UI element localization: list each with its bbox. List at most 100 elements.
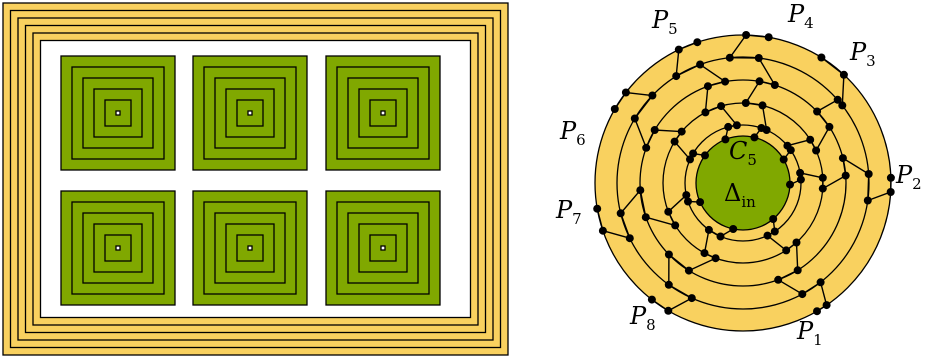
path-8-node bbox=[716, 232, 725, 241]
path-8-node bbox=[704, 225, 713, 234]
path-2-node bbox=[886, 173, 895, 182]
path-6-node bbox=[648, 91, 657, 100]
path-1-node bbox=[813, 307, 821, 316]
center-hole bbox=[115, 110, 121, 116]
path-label-p3: P3 bbox=[849, 38, 876, 70]
nested-square-block bbox=[60, 55, 176, 171]
path-7-node bbox=[593, 204, 602, 213]
path-label-p4: P4 bbox=[787, 0, 814, 32]
path-2-node bbox=[818, 184, 827, 193]
path-label-p6: P6 bbox=[559, 117, 586, 149]
path-1-node bbox=[816, 278, 825, 287]
path-1-node bbox=[798, 290, 807, 299]
path-4-node bbox=[757, 124, 766, 132]
path-3-node bbox=[779, 155, 788, 164]
nested-square-block bbox=[325, 55, 441, 171]
path-2-node bbox=[886, 188, 895, 196]
path-2-node bbox=[841, 171, 850, 180]
path-5-node bbox=[674, 45, 683, 54]
path-7-node bbox=[671, 221, 680, 230]
path-7-node bbox=[616, 209, 625, 218]
path-8-node bbox=[664, 306, 673, 315]
path-label-p7: P7 bbox=[555, 196, 582, 228]
path-6-node bbox=[686, 155, 694, 164]
path-6-node bbox=[630, 114, 639, 123]
path-4-node bbox=[725, 53, 734, 62]
path-7-node bbox=[641, 213, 650, 222]
green-square bbox=[225, 88, 275, 138]
path-3-node bbox=[817, 53, 826, 62]
path-7-node bbox=[636, 186, 645, 195]
path-7-node bbox=[684, 197, 692, 206]
center-hole bbox=[380, 245, 386, 251]
path-1-node bbox=[782, 246, 791, 255]
rings-group bbox=[594, 34, 892, 332]
path-2-node bbox=[796, 168, 805, 177]
path-8-node bbox=[664, 280, 673, 289]
green-square bbox=[104, 234, 132, 262]
path-5-node bbox=[701, 108, 710, 117]
path-5-node bbox=[724, 122, 733, 131]
path-3-node bbox=[806, 135, 815, 144]
path-2-node bbox=[864, 170, 873, 178]
path-3-node bbox=[786, 146, 795, 155]
path-8-node bbox=[687, 294, 696, 303]
nested-squares-figure bbox=[2, 2, 509, 356]
path-6-node bbox=[621, 88, 630, 97]
path-1-node bbox=[822, 301, 831, 310]
center-hole bbox=[247, 245, 253, 251]
path-8-node bbox=[729, 225, 738, 233]
path-3-node bbox=[838, 101, 847, 110]
path-8-node bbox=[700, 249, 709, 258]
inner-disk-label-c5: C5 bbox=[729, 137, 757, 169]
path-2-node bbox=[818, 173, 827, 182]
path-6-node bbox=[701, 151, 709, 160]
path-3-node bbox=[839, 70, 848, 79]
nested-square-block bbox=[60, 190, 176, 306]
path-6-node bbox=[689, 149, 698, 158]
path-6-node bbox=[650, 126, 659, 134]
path-label-p8: P8 bbox=[629, 302, 656, 334]
path-1-node bbox=[770, 227, 779, 236]
path-2-node bbox=[863, 196, 872, 205]
center-hole bbox=[380, 110, 386, 116]
path-1-node bbox=[769, 215, 778, 223]
annular-rings-figure: C5 Δin P1 P2 P3 P4 P5 P6 P7 P8 bbox=[555, 0, 922, 349]
green-square bbox=[93, 223, 143, 273]
path-8-node bbox=[647, 295, 656, 304]
path-6-node bbox=[610, 105, 619, 113]
path-label-p2: P2 bbox=[895, 161, 922, 193]
path-4-node bbox=[742, 31, 751, 39]
nested-square-block bbox=[192, 55, 308, 171]
path-7-node bbox=[682, 191, 691, 200]
path-1-node bbox=[793, 266, 802, 275]
path-2-node bbox=[786, 180, 794, 189]
path-3-node bbox=[813, 107, 822, 116]
path-4-node bbox=[758, 101, 767, 110]
path-5-node bbox=[696, 60, 705, 69]
path-4-node bbox=[764, 33, 773, 42]
path-7-node bbox=[625, 234, 634, 243]
path-4-node bbox=[770, 81, 779, 89]
path-2-node bbox=[838, 154, 847, 163]
path-3-node bbox=[833, 95, 842, 104]
path-1-node bbox=[763, 231, 772, 240]
path-4-node bbox=[754, 54, 763, 62]
path-label-p5: P5 bbox=[651, 6, 678, 38]
path-4-node bbox=[755, 77, 764, 86]
path-4-node bbox=[741, 99, 750, 107]
path-5-node bbox=[672, 72, 681, 81]
path-7-node bbox=[696, 198, 705, 207]
path-nodes bbox=[593, 31, 895, 316]
path-8-node bbox=[711, 254, 720, 263]
path-5-node bbox=[732, 121, 741, 130]
path-3-node bbox=[812, 146, 821, 155]
nested-square-block bbox=[192, 190, 308, 306]
path-8-node bbox=[684, 266, 693, 275]
path-6-node bbox=[677, 127, 686, 136]
center-hole bbox=[115, 245, 121, 251]
path-2-node bbox=[796, 175, 805, 184]
path-3-node bbox=[825, 122, 834, 131]
path-6-node bbox=[670, 137, 679, 146]
